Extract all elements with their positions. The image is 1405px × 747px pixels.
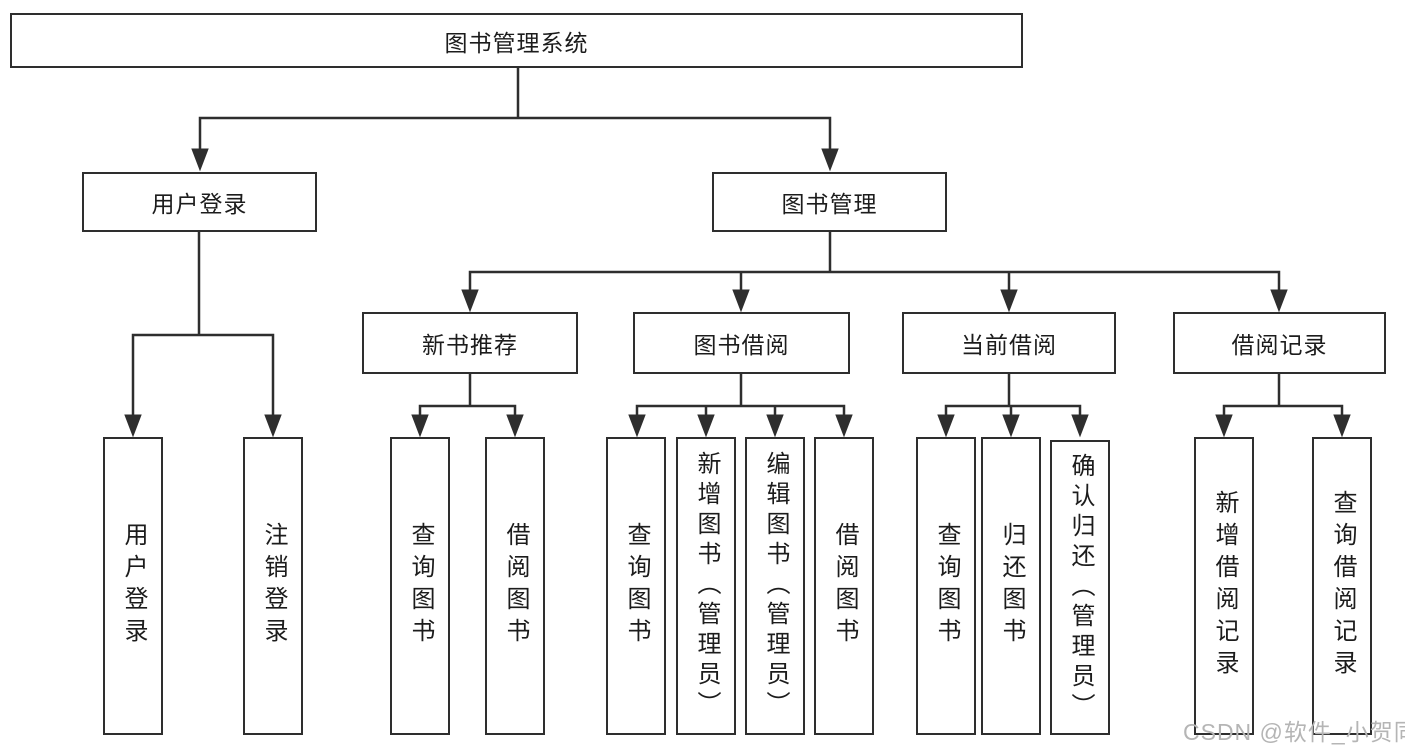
connector-book-borrowing-branch <box>628 372 853 438</box>
node-book-management-label: 图书管理 <box>781 191 878 217</box>
csdn-watermark: CSDN @软件_小贺同学 <box>1183 719 1405 745</box>
node-leaf-add-books-admin-label: 新增图书（管理员） <box>693 451 720 721</box>
connector-current-borrowing-branch <box>937 372 1089 438</box>
connector-root-to-level1 <box>191 66 839 172</box>
node-root-label: 图书管理系统 <box>444 29 589 56</box>
node-leaf-query-books-c: 查询图书 <box>916 437 976 735</box>
connector-borrowing-records-branch <box>1215 372 1351 438</box>
node-leaf-borrow-books-a-label: 借阅图书 <box>502 522 529 650</box>
node-leaf-borrow-books-b-label: 借阅图书 <box>831 522 858 650</box>
node-book-borrowing: 图书借阅 <box>633 312 850 374</box>
node-book-borrowing-label: 图书借阅 <box>693 332 790 358</box>
node-borrowing-records: 借阅记录 <box>1173 312 1386 374</box>
node-leaf-add-borrow-record: 新增借阅记录 <box>1194 437 1254 735</box>
node-leaf-borrow-books-a: 借阅图书 <box>485 437 545 735</box>
node-leaf-return-books: 归还图书 <box>981 437 1041 735</box>
node-leaf-add-books-admin: 新增图书（管理员） <box>676 437 736 735</box>
connector-new-book-branch <box>411 372 524 438</box>
node-leaf-query-books-b-label: 查询图书 <box>623 522 650 650</box>
node-leaf-confirm-return-admin-label: 确认归还（管理员） <box>1067 452 1094 723</box>
node-user-login-label: 用户登录 <box>151 191 248 217</box>
node-leaf-query-books-a-label: 查询图书 <box>407 522 434 650</box>
node-leaf-return-books-label: 归还图书 <box>998 522 1025 650</box>
node-leaf-edit-books-admin: 编辑图书（管理员） <box>745 437 805 735</box>
node-new-book-recommendation-label: 新书推荐 <box>422 332 518 358</box>
node-leaf-query-books-b: 查询图书 <box>606 437 666 735</box>
node-leaf-edit-books-admin-label: 编辑图书（管理员） <box>762 451 789 721</box>
node-leaf-query-borrow-record-label: 查询借阅记录 <box>1329 490 1356 682</box>
node-leaf-logout-label: 注销登录 <box>260 522 287 650</box>
node-new-book-recommendation: 新书推荐 <box>362 312 578 374</box>
node-current-borrowing-label: 当前借阅 <box>961 332 1057 358</box>
node-leaf-query-books-c-label: 查询图书 <box>933 522 960 650</box>
node-leaf-logout: 注销登录 <box>243 437 303 735</box>
node-leaf-user-login: 用户登录 <box>103 437 163 735</box>
connector-user-login-branch <box>124 230 282 438</box>
node-leaf-user-login-label: 用户登录 <box>120 522 147 650</box>
node-leaf-confirm-return-admin: 确认归还（管理员） <box>1050 440 1110 735</box>
node-leaf-query-books-a: 查询图书 <box>390 437 450 735</box>
node-leaf-add-borrow-record-label: 新增借阅记录 <box>1211 490 1238 682</box>
node-leaf-query-borrow-record: 查询借阅记录 <box>1312 437 1372 735</box>
node-leaf-borrow-books-b: 借阅图书 <box>814 437 874 735</box>
node-borrowing-records-label: 借阅记录 <box>1231 332 1328 358</box>
connector-book-management-branch <box>461 230 1288 313</box>
node-book-management: 图书管理 <box>712 172 947 232</box>
node-user-login: 用户登录 <box>82 172 317 232</box>
node-root: 图书管理系统 <box>10 13 1023 68</box>
node-current-borrowing: 当前借阅 <box>902 312 1116 374</box>
